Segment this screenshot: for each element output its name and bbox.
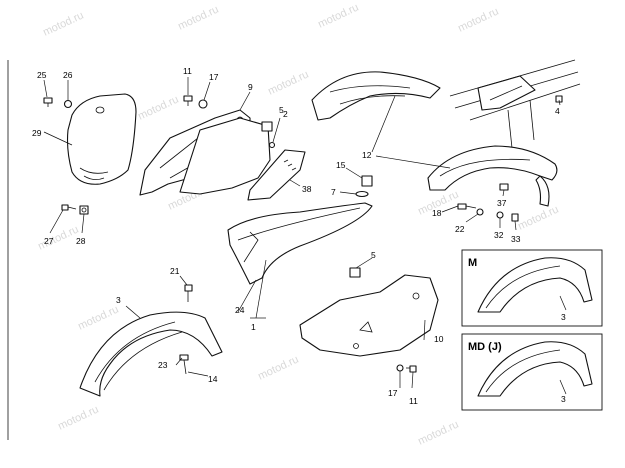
callout-15: 15 [336, 160, 346, 170]
side-cover-10 [299, 274, 439, 357]
callout-21: 21 [170, 266, 180, 276]
callout-5: 5 [371, 250, 376, 260]
grommet-26 [63, 99, 73, 109]
watermark: motod.ru [41, 9, 85, 38]
screw-2 [268, 141, 276, 149]
variant-box-md-j: MD (J) [461, 333, 603, 411]
hardware-18-22 [457, 203, 484, 216]
rear-fender-top [311, 71, 441, 121]
hardware-17-11-bottom [396, 364, 417, 373]
bolt-4 [555, 95, 563, 103]
watermark: motod.ru [516, 203, 560, 232]
callout-3: 3 [116, 295, 121, 305]
clip-5-mid [349, 267, 361, 278]
callout-10: 10 [434, 334, 444, 344]
side-decal-38 [247, 149, 306, 201]
watermark: motod.ru [416, 418, 460, 447]
watermark: motod.ru [36, 223, 80, 252]
clip-5-top [261, 121, 273, 132]
callout-2: 2 [283, 109, 288, 119]
watermark: motod.ru [316, 1, 360, 30]
side-bracket [139, 109, 271, 196]
callout-7: 7 [331, 187, 336, 197]
callout-29: 29 [32, 128, 42, 138]
callout-26: 26 [63, 70, 73, 80]
callout-labels: 25 26 29 27 28 11 17 9 5 2 38 12 4 15 7 … [32, 66, 566, 406]
callout-37: 37 [497, 198, 507, 208]
callout-38: 38 [302, 184, 312, 194]
callout-11: 11 [183, 66, 192, 76]
watermark: motod.ru [456, 5, 500, 34]
callout-33: 33 [511, 234, 521, 244]
callout-32: 32 [494, 230, 504, 240]
variant-box-m: M [461, 249, 603, 327]
callout-24: 24 [235, 305, 245, 315]
watermark: motod.ru [176, 3, 220, 32]
front-fender [79, 311, 223, 397]
watermark: motod.ru [76, 303, 120, 332]
nut-28 [79, 205, 89, 215]
callout-17: 17 [388, 388, 398, 398]
callout-5: 5 [279, 105, 284, 115]
callout-28: 28 [76, 236, 86, 246]
callout-17: 17 [209, 72, 219, 82]
callout-25: 25 [37, 70, 47, 80]
variant-label-m: M [468, 257, 477, 269]
seat [227, 202, 373, 285]
bolt-11-top [183, 95, 193, 106]
washer-7 [355, 190, 369, 198]
watermark: motod.ru [256, 353, 300, 382]
screw-25 [43, 97, 53, 107]
callout-27: 27 [44, 236, 54, 246]
fastener-15 [361, 175, 373, 187]
callout-12: 12 [362, 150, 372, 160]
front-number-plate [66, 93, 137, 185]
hardware-21 [184, 284, 193, 302]
leader-lines [43, 77, 567, 395]
callout-3: 3 [561, 312, 566, 322]
washer-17-top [198, 99, 208, 109]
callout-1: 1 [251, 322, 256, 332]
callout-9: 9 [248, 82, 253, 92]
hardware-23-14 [179, 354, 189, 375]
callout-18: 18 [432, 208, 442, 218]
callout-11: 11 [409, 396, 418, 406]
callout-14: 14 [208, 374, 218, 384]
watermark: motod.ru [266, 68, 310, 97]
variant-label-md-j: MD (J) [468, 341, 502, 353]
rear-fender-mounted [427, 145, 558, 207]
callout-4: 4 [555, 106, 560, 116]
callout-22: 22 [455, 224, 465, 234]
callout-23: 23 [158, 360, 168, 370]
watermark: motod.ru [136, 93, 180, 122]
callout-3: 3 [561, 394, 566, 404]
watermark: motod.ru [56, 403, 100, 432]
rear-frame-assembly [449, 59, 581, 149]
screw-27 [61, 204, 77, 211]
